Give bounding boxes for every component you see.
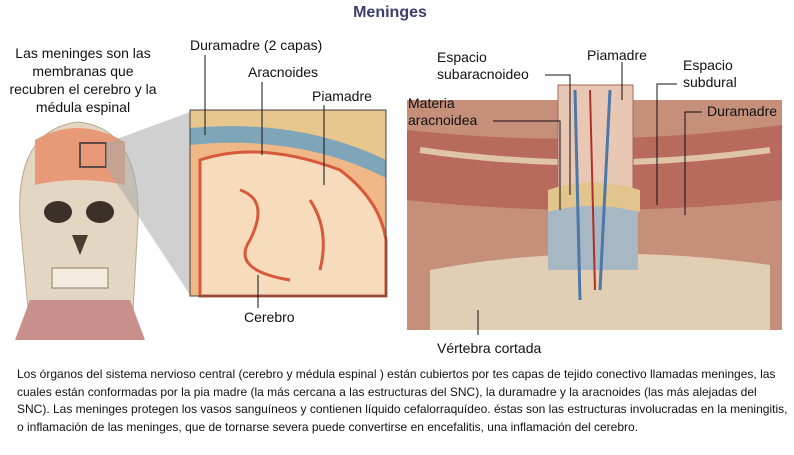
label-piamadre-spine: Piamadre xyxy=(587,47,647,63)
label-vertebra-cortada: Vértebra cortada xyxy=(437,340,542,356)
skull-illustration xyxy=(15,121,145,340)
label-espacio-subdural-2: subdural xyxy=(683,74,737,90)
label-cerebro: Cerebro xyxy=(244,309,295,325)
label-materia-aracnoidea-1: Materia xyxy=(408,95,455,111)
page-title: Meninges xyxy=(353,4,427,21)
description-paragraph: Los órganos del sistema nervioso central… xyxy=(17,367,788,434)
label-duramadre-spine: Duramadre xyxy=(707,103,778,119)
brain-inset-illustration xyxy=(189,109,388,298)
label-materia-aracnoidea-2: aracnoidea xyxy=(408,112,478,128)
label-espacio-subaracnoideo-2: subaracnoideo xyxy=(437,66,529,82)
intro-text: Las meninges son las membranas que recub… xyxy=(9,45,157,115)
label-duramadre-2-capas: Duramadre (2 capas) xyxy=(190,37,323,53)
label-aracnoides: Aracnoides xyxy=(248,64,319,80)
label-espacio-subdural-1: Espacio xyxy=(683,57,733,73)
label-espacio-subaracnoideo-1: Espacio xyxy=(437,49,487,65)
label-piamadre-brain: Piamadre xyxy=(312,88,372,104)
